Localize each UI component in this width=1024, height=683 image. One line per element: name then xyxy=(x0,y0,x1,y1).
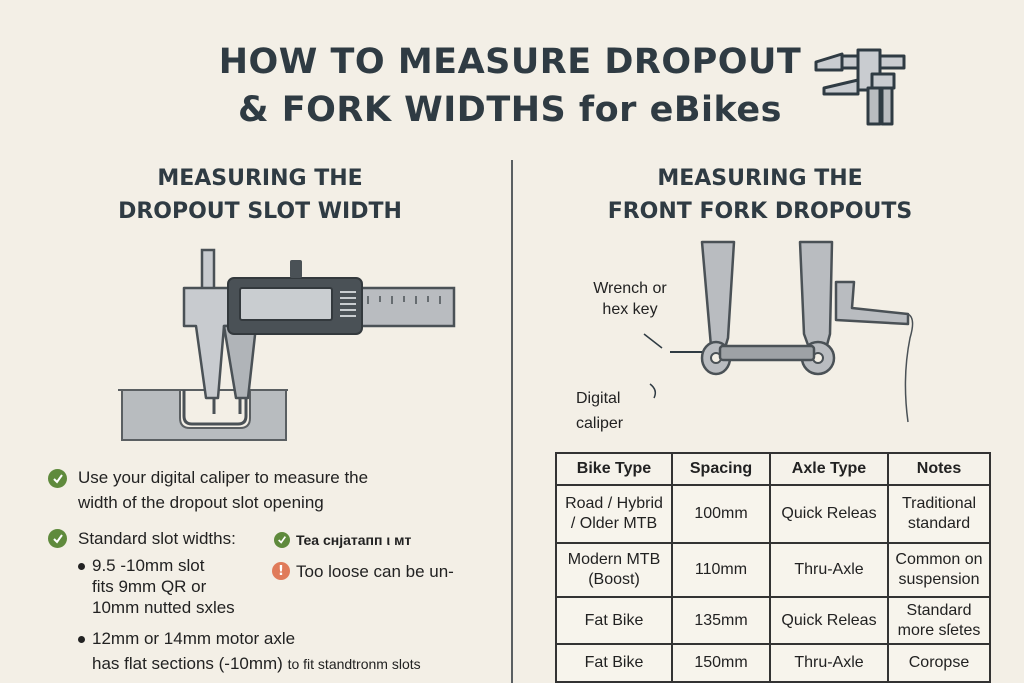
bullet2-line-2: has flat sections (-10mm) xyxy=(92,654,283,673)
header-axle-type: Axle Type xyxy=(769,452,889,486)
left-heading-line-1: MEASURING THE xyxy=(157,166,363,191)
caliper-icon xyxy=(814,48,906,126)
instruction-line-1: Use your digital caliper to measure the xyxy=(78,468,369,487)
table-row: Fat Bike 150mm Thru-Axle Coropse xyxy=(555,643,991,683)
caliper-label-line-1: Digital xyxy=(576,390,621,407)
caliper-dropout-illustration xyxy=(118,248,456,441)
left-heading-line-2: DROPOUT SLOT WIDTH xyxy=(118,199,402,224)
cell-axle-type: Thru-Axle xyxy=(769,643,889,683)
table-row: Modern MTB(Boost) 110mm Thru-Axle Common… xyxy=(555,542,991,598)
bullet2-line-1: 12mm or 14mm motor axle xyxy=(92,629,296,648)
bullet1-line-3: 10mm nutted sxles xyxy=(92,598,235,617)
cell-spacing: 135mm xyxy=(671,596,771,645)
side-check-note: Tea cнјатапп ι мт xyxy=(296,532,412,548)
cell-axle-type: Thru-Axle xyxy=(769,542,889,598)
list-bullet xyxy=(78,563,85,570)
right-section-heading: MEASURING THE FRONT FORK DROPOUTS xyxy=(580,162,940,228)
cell-spacing: 100mm xyxy=(671,484,771,544)
wrench-label: Wrench or hex key xyxy=(580,278,680,320)
cell-bike-type: Modern MTB(Boost) xyxy=(555,542,673,598)
cell-spacing: 150mm xyxy=(671,643,771,683)
caliper-label-line-2: caliper xyxy=(576,415,624,432)
standard-widths-label: Standard slot widths: xyxy=(78,529,236,548)
check-circle-icon xyxy=(48,529,67,548)
exclamation-circle-icon: ! xyxy=(272,562,290,580)
cell-spacing: 110mm xyxy=(671,542,771,598)
column-divider xyxy=(511,160,513,683)
bullet2-tail: to fit standtronm slots xyxy=(287,656,421,672)
list-bullet xyxy=(78,636,85,643)
cell-axle-type: Quick Releas xyxy=(769,484,889,544)
side-warning-note: Too loose can be un- xyxy=(296,562,454,581)
table-header-row: Bike Type Spacing Axle Type Notes xyxy=(555,452,991,486)
left-section-heading: MEASURING THE DROPOUT SLOT WIDTH xyxy=(80,162,440,228)
table-row: Road / Hybrid/ Older MTB 100mm Quick Rel… xyxy=(555,484,991,544)
wrench-label-line-2: hex key xyxy=(602,301,658,318)
right-heading-line-1: MEASURING THE xyxy=(657,166,863,191)
bullet-slot-9-5-10: 9.5 -10mm slot fits 9mm QR or 10mm nutte… xyxy=(92,555,235,618)
cell-bike-type: Fat Bike xyxy=(555,596,673,645)
cell-bike-type: Fat Bike xyxy=(555,643,673,683)
instruction-line-2: width of the dropout slot opening xyxy=(78,493,324,512)
bullet-motor-axle: 12mm or 14mm motor axle has flat section… xyxy=(92,628,421,675)
right-heading-line-2: FRONT FORK DROPOUTS xyxy=(607,199,913,224)
caliper-label: Digital caliper xyxy=(576,388,623,434)
header-bike-type: Bike Type xyxy=(555,452,673,486)
dropout-instruction: Use your digital caliper to measure the … xyxy=(78,467,368,513)
fork-dropout-illustration xyxy=(643,240,914,423)
header-spacing: Spacing xyxy=(671,452,771,486)
title-line-2: & FORK WIDTHS for eBikes xyxy=(238,90,782,130)
cell-notes: Coropse xyxy=(887,643,991,683)
title-line-1: HOW TO MEASURE DROPOUT xyxy=(218,42,802,82)
wrench-label-line-1: Wrench or xyxy=(593,280,667,297)
dropout-spacing-table: Bike Type Spacing Axle Type Notes Road /… xyxy=(555,452,991,683)
bullet1-line-2: fits 9mm QR or xyxy=(92,577,207,596)
page-title: HOW TO MEASURE DROPOUT & FORK WIDTHS for… xyxy=(150,38,870,134)
cell-bike-type: Road / Hybrid/ Older MTB xyxy=(555,484,673,544)
check-circle-icon xyxy=(274,532,290,548)
bullet1-line-1: 9.5 -10mm slot xyxy=(92,556,205,575)
header-notes: Notes xyxy=(887,452,991,486)
cell-axle-type: Quick Releas xyxy=(769,596,889,645)
check-circle-icon xyxy=(48,469,67,488)
